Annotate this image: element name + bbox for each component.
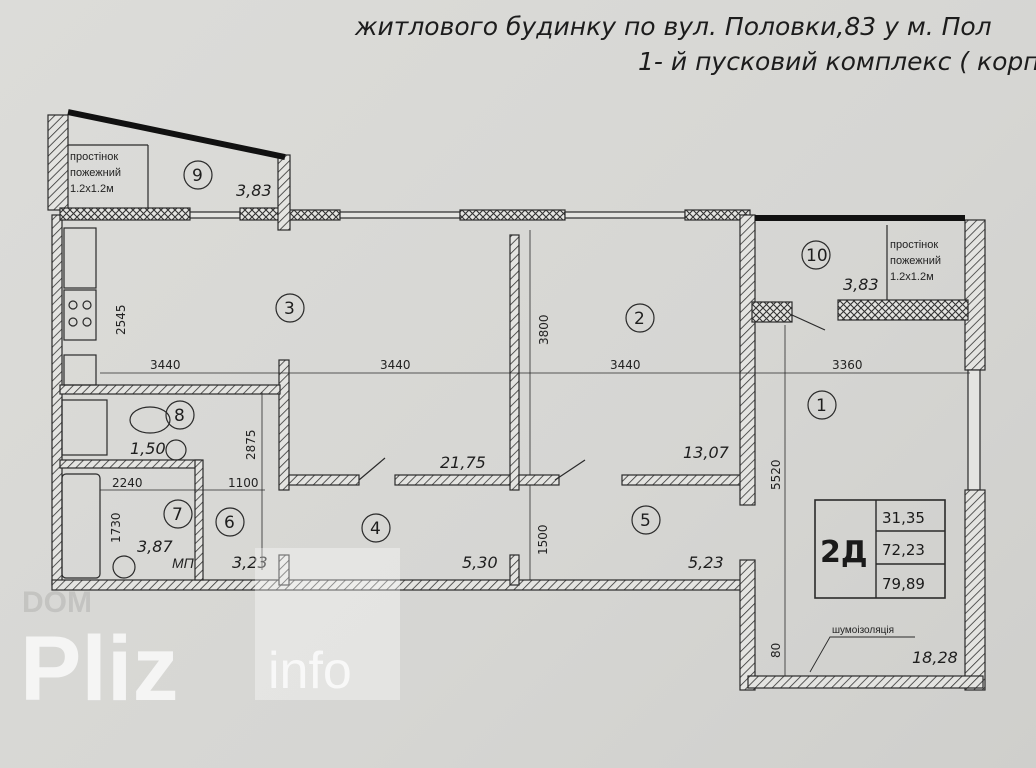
- room-number-3: 3: [284, 299, 295, 319]
- dim-2545: 2545: [114, 304, 128, 335]
- label-text: пожежний: [890, 255, 941, 267]
- room-number-10: 10: [806, 246, 828, 266]
- room-number-2: 2: [634, 309, 645, 329]
- walls: [47, 109, 986, 691]
- mp-label: МП: [172, 555, 195, 571]
- room-area-5: 5,23: [688, 553, 724, 572]
- dim-1730: 1730: [109, 512, 123, 543]
- label-text: 1.2x1.2м: [70, 183, 114, 195]
- dim-2875: 2875: [244, 429, 258, 460]
- room-number-1: 1: [816, 396, 827, 416]
- total-area: 72,23: [882, 541, 925, 559]
- room-area-9: 3,83: [236, 181, 272, 200]
- room-numbers: 9 10 3 2 1 8 7 6 4 5: [172, 166, 828, 539]
- room-number-7: 7: [172, 505, 183, 525]
- dim-3440-1: 3440: [150, 358, 181, 372]
- dim-3800: 3800: [537, 314, 551, 345]
- fire-wall-label-9: простінок пожежний 1.2x1.2м: [70, 151, 121, 195]
- watermark-logo: DOM Pliz info: [20, 548, 400, 720]
- room-area-6: 3,23: [232, 553, 268, 572]
- living-area: 31,35: [882, 509, 925, 527]
- label-text: простінок: [890, 239, 938, 251]
- noise-insulation-label: шумоізоляція: [832, 625, 894, 636]
- apartment-summary: 2Д 31,35 72,23 79,89: [820, 509, 925, 593]
- dim-5520: 5520: [769, 459, 783, 490]
- room-number-4: 4: [370, 519, 381, 539]
- label-text: пожежний: [70, 167, 121, 179]
- label-text: простінок: [70, 151, 118, 163]
- dim-1500: 1500: [536, 524, 550, 555]
- room-area-10: 3,83: [843, 275, 879, 294]
- dim-3440-3: 3440: [610, 358, 641, 372]
- room-area-2: 13,07: [683, 443, 730, 462]
- watermark-dom: DOM: [22, 586, 92, 619]
- dim-3360: 3360: [832, 358, 863, 372]
- room-areas: 3,83 3,83 21,75 13,07 18,28 1,50 3,87 3,…: [130, 181, 958, 667]
- dim-3440-2: 3440: [380, 358, 411, 372]
- apartment-type: 2Д: [820, 535, 868, 570]
- fire-wall-label-10: простінок пожежний 1.2x1.2м: [890, 239, 941, 283]
- room-number-8: 8: [174, 406, 185, 426]
- room-number-5: 5: [640, 511, 651, 531]
- room-area-8: 1,50: [130, 439, 166, 458]
- dim-80: 80: [769, 643, 783, 658]
- watermark-pliz: Pliz: [20, 618, 178, 720]
- room-area-1: 18,28: [912, 648, 958, 667]
- room-area-7: 3,87: [137, 537, 173, 556]
- area-with-balconies: 79,89: [882, 575, 925, 593]
- watermark-info: info: [268, 642, 352, 700]
- room-area-3: 21,75: [440, 453, 486, 472]
- room-number-6: 6: [224, 513, 235, 533]
- label-text: 1.2x1.2м: [890, 271, 934, 283]
- header-line-1: житлового будинку по вул. Половки,83 у м…: [354, 12, 992, 41]
- dimension-labels: 2545 3440 3440 3440 3360 3800 5520 2875 …: [109, 304, 863, 658]
- room-area-4: 5,30: [462, 553, 498, 572]
- room-number-9: 9: [192, 166, 203, 186]
- header-line-2: 1- й пусковий комплекс ( корп: [638, 47, 1036, 76]
- dim-2240: 2240: [112, 476, 143, 490]
- dim-1100: 1100: [228, 476, 259, 490]
